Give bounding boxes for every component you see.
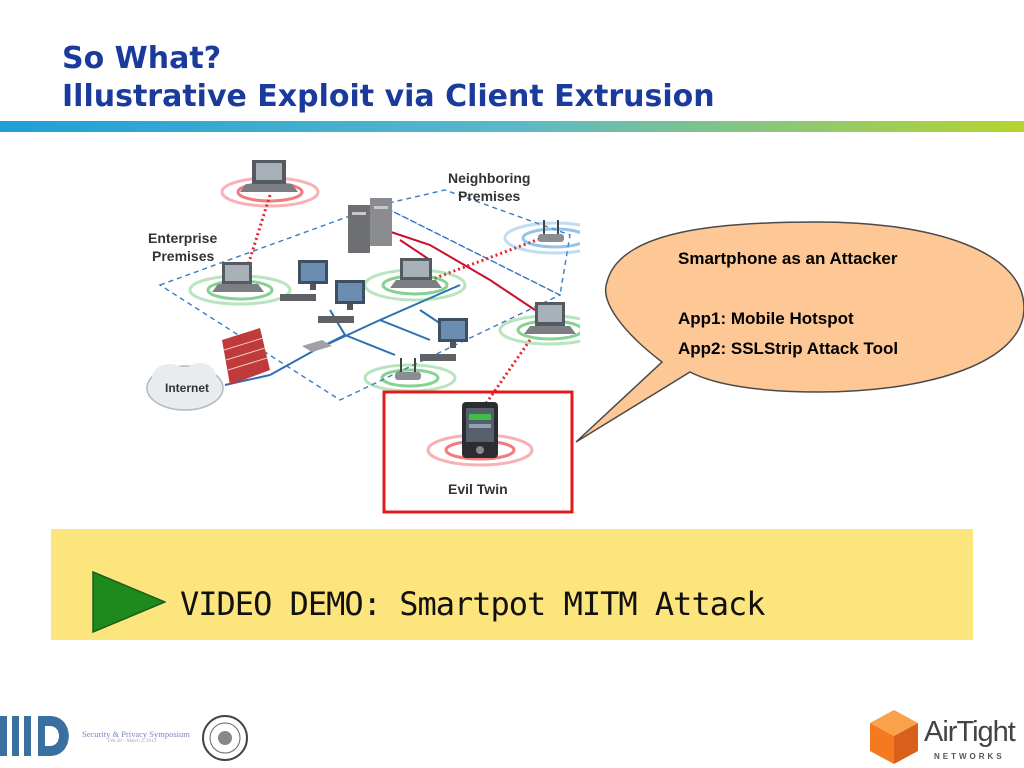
- server-icon: [348, 198, 392, 253]
- title-line-2: Illustrative Exploit via Client Extrusio…: [62, 79, 715, 114]
- airtight-brand: AirTight: [924, 716, 1016, 748]
- smartphone-icon: [462, 402, 498, 458]
- enterprise-label-line1: Enterprise: [148, 230, 217, 246]
- video-demo-link[interactable]: VIDEO DEMO: Smartpot MITM Attack: [180, 585, 765, 623]
- callout-heading: Smartphone as an Attacker: [678, 249, 898, 268]
- airtight-cube-icon: [870, 710, 918, 764]
- symposium-label: Security & Privacy Symposium: [82, 729, 190, 739]
- neighboring-zone: [377, 189, 571, 297]
- airtight-brand-sub: NETWORKS: [934, 752, 1005, 761]
- switch-icon: [302, 340, 332, 352]
- title-gradient-rule: [0, 121, 1024, 132]
- laptop-icon: [524, 302, 576, 334]
- attack-path: [384, 229, 551, 321]
- desktop-monitor-icon: [420, 318, 468, 361]
- access-point-icon: [395, 358, 421, 380]
- iiit-logo-icon: [0, 716, 69, 756]
- cloud-icon: [146, 363, 224, 411]
- desktop-monitor-icon: [280, 260, 328, 301]
- laptop-icon: [390, 258, 442, 288]
- laptop-icon: [240, 160, 298, 192]
- desktop-monitor-icon: [318, 280, 365, 323]
- firewall-icon: [222, 328, 270, 385]
- neighboring-label-line2: Premises: [458, 188, 520, 204]
- network-diagram: Enterprise Premises Neighboring Premises…: [146, 160, 580, 514]
- neighboring-label-line1: Neighboring: [448, 170, 530, 186]
- callout-text: Smartphone as an Attacker App1: Mobile H…: [678, 244, 898, 364]
- access-point-icon: [538, 220, 564, 242]
- laptop-icon: [212, 262, 264, 292]
- evil-twin-label: Evil Twin: [448, 481, 508, 497]
- title-line-1: So What?: [62, 41, 222, 76]
- enterprise-label-line2: Premises: [152, 248, 214, 264]
- symposium-date: Feb 28 – March 2, 2013: [108, 739, 157, 744]
- slide-title: So What? Illustrative Exploit via Client…: [62, 40, 715, 116]
- callout-app1: App1: Mobile Hotspot: [678, 309, 854, 328]
- internet-label: Internet: [165, 381, 209, 395]
- institute-seal-icon: [202, 715, 248, 761]
- callout-app2: App2: SSLStrip Attack Tool: [678, 339, 899, 358]
- enterprise-zone: [158, 204, 562, 401]
- play-icon[interactable]: [92, 571, 166, 633]
- video-demo-banner: [51, 529, 973, 640]
- evil-twin-highlight-box: [382, 390, 574, 514]
